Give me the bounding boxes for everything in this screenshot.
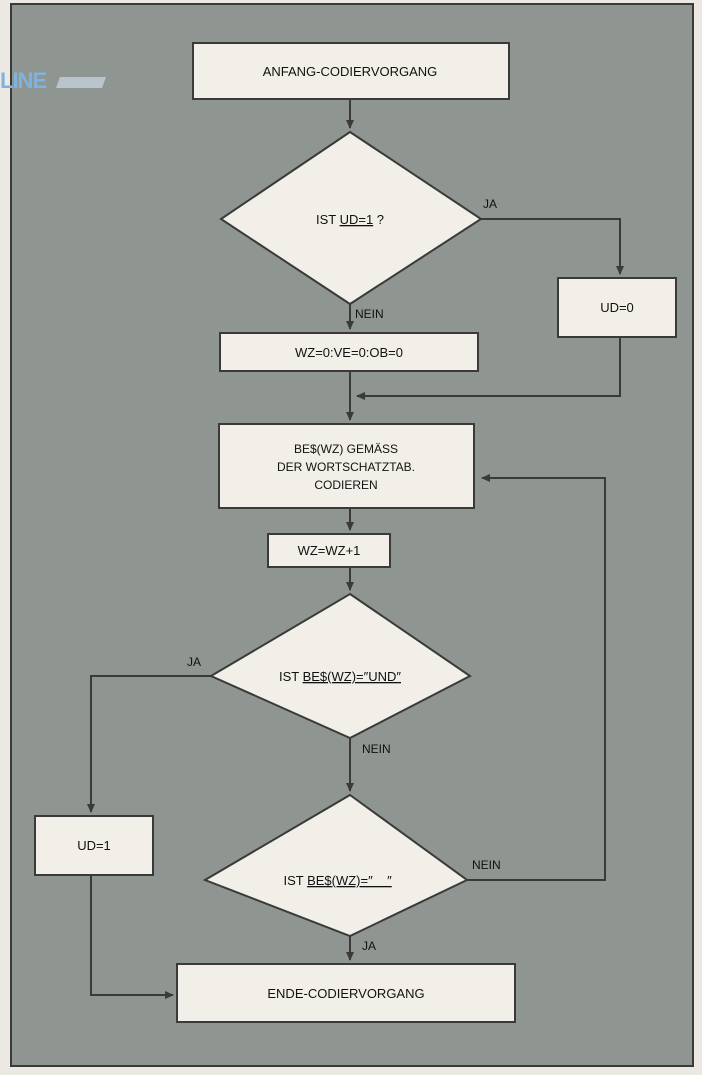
- edge-ud1-to-end: [90, 875, 174, 999]
- decision-ud-label: IST UD=1 ?: [316, 212, 384, 227]
- encode-label-line-1: BE$(WZ) GEMÄSS: [294, 442, 398, 456]
- connectors: [87, 99, 624, 999]
- label-und-no: NEIN: [362, 742, 391, 756]
- label-ud-yes: JA: [483, 197, 497, 211]
- ud1-box: [34, 815, 154, 876]
- decision-empty-label: IST BE$(WZ)=″ ″: [251, 873, 417, 888]
- label-ud-no: NEIN: [355, 307, 384, 321]
- edge-ud0-merge: [356, 337, 621, 400]
- edge-dec-ud-yes: [481, 218, 624, 275]
- ud0-box: [557, 277, 677, 338]
- start-label: ANFANG-CODIERVORGANG: [263, 64, 438, 79]
- start-box: [192, 42, 510, 100]
- decision-ud: [219, 130, 483, 306]
- decision-und-label: IST BE$(WZ)=″UND″: [279, 669, 401, 684]
- ud0-label: UD=0: [600, 300, 634, 315]
- logo-stripe: [55, 77, 107, 88]
- decision-empty: [202, 793, 469, 938]
- publisher-logo: LINE: [0, 68, 47, 93]
- edge-labels: JA NEIN JA NEIN NEIN JA: [187, 197, 501, 953]
- label-empty-no: NEIN: [472, 858, 501, 872]
- edge-dec-empty-no: [467, 474, 606, 881]
- label-und-yes: JA: [187, 655, 201, 669]
- encode-box: [218, 423, 475, 509]
- decision-und: [208, 592, 472, 740]
- node-labels: ANFANG-CODIERVORGANG IST UD=1 ? UD=0 WZ=…: [77, 64, 634, 1001]
- end-label: ENDE-CODIERVORGANG: [267, 986, 424, 1001]
- encode-label-line-2: DER WORTSCHATZTAB.: [277, 460, 415, 474]
- increment-label: WZ=WZ+1: [298, 543, 361, 558]
- increment-box: [267, 533, 391, 568]
- end-box: [176, 963, 516, 1023]
- edge-dec-und-yes: [87, 675, 211, 813]
- encode-label-line-3: CODIEREN: [314, 478, 377, 492]
- init-box: [219, 332, 479, 372]
- ud1-label: UD=1: [77, 838, 111, 853]
- init-label: WZ=0:VE=0:OB=0: [295, 345, 403, 360]
- label-empty-yes: JA: [362, 939, 376, 953]
